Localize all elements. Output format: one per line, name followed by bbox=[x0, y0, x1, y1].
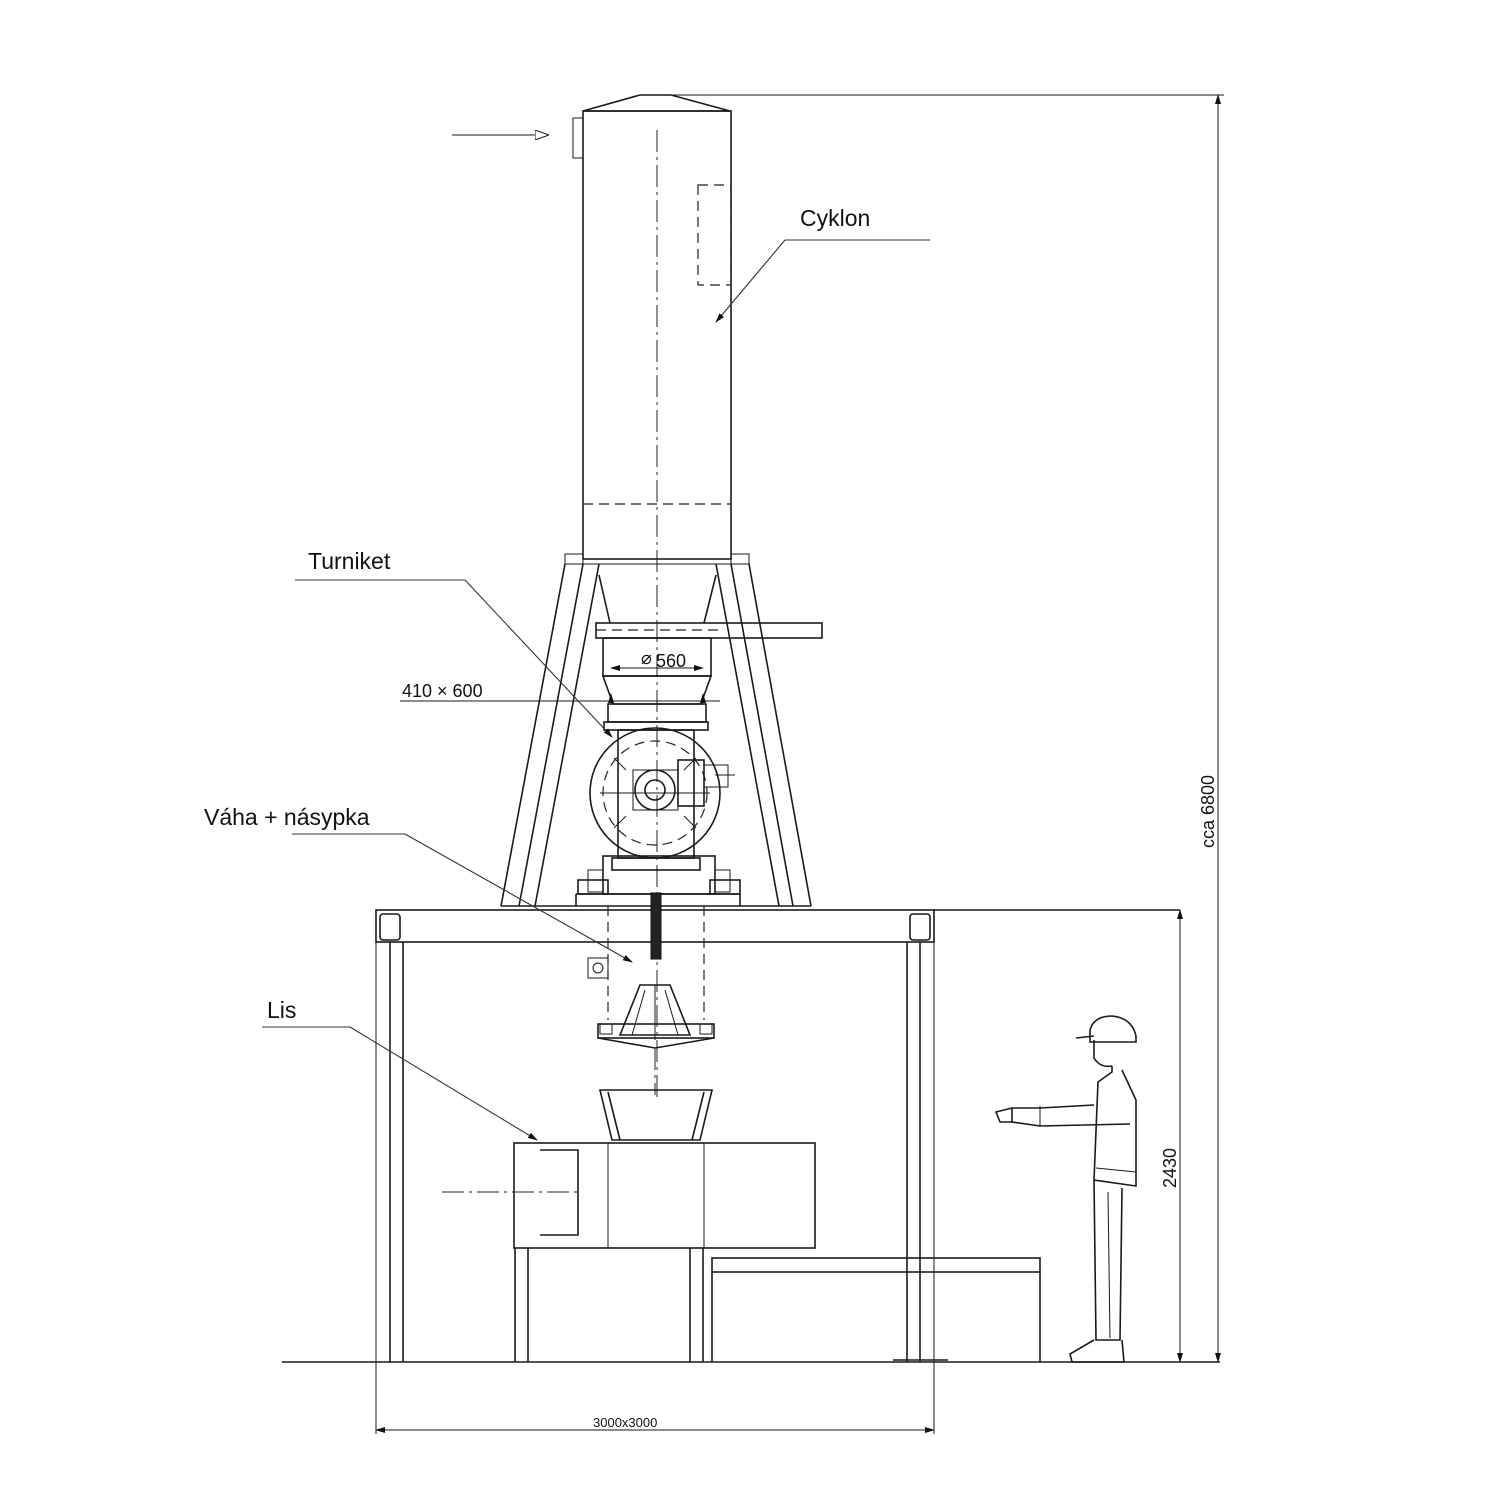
conveyor-table bbox=[711, 1257, 1041, 1362]
label-vaha: Váha + násypka bbox=[204, 804, 370, 830]
dimension-frame-height: 2430 bbox=[1160, 909, 1183, 1363]
dimension-total-height: cca 6800 bbox=[671, 94, 1224, 1363]
label-lis: Lis bbox=[267, 997, 296, 1023]
total-height-text: cca 6800 bbox=[1198, 775, 1218, 848]
dimension-footprint: 3000x3000 bbox=[375, 942, 935, 1434]
human-figure bbox=[994, 1015, 1137, 1363]
weigh-hopper bbox=[587, 892, 715, 1095]
callout-turniket: Turniket bbox=[295, 548, 613, 738]
dimension-opening: 410 × 600 bbox=[400, 681, 720, 703]
opening-dimension-text: 410 × 600 bbox=[402, 681, 483, 701]
callout-cyklon: Cyklon bbox=[715, 205, 930, 323]
callout-vaha: Váha + násypka bbox=[204, 804, 633, 963]
frame-height-text: 2430 bbox=[1160, 1148, 1180, 1188]
dimension-diameter: ⌀ 560 bbox=[610, 648, 704, 671]
diameter-symbol: ⌀ bbox=[641, 648, 652, 668]
support-tower bbox=[500, 553, 823, 907]
callout-lis: Lis bbox=[262, 997, 538, 1141]
label-cyklon: Cyklon bbox=[800, 205, 870, 231]
platform-frame bbox=[375, 909, 1180, 1362]
label-turniket: Turniket bbox=[308, 548, 391, 574]
turniket-rotary-valve bbox=[589, 721, 735, 871]
diameter-dimension-text: 560 bbox=[656, 651, 686, 671]
footprint-text: 3000x3000 bbox=[593, 1415, 657, 1430]
press-lis bbox=[442, 1089, 816, 1362]
